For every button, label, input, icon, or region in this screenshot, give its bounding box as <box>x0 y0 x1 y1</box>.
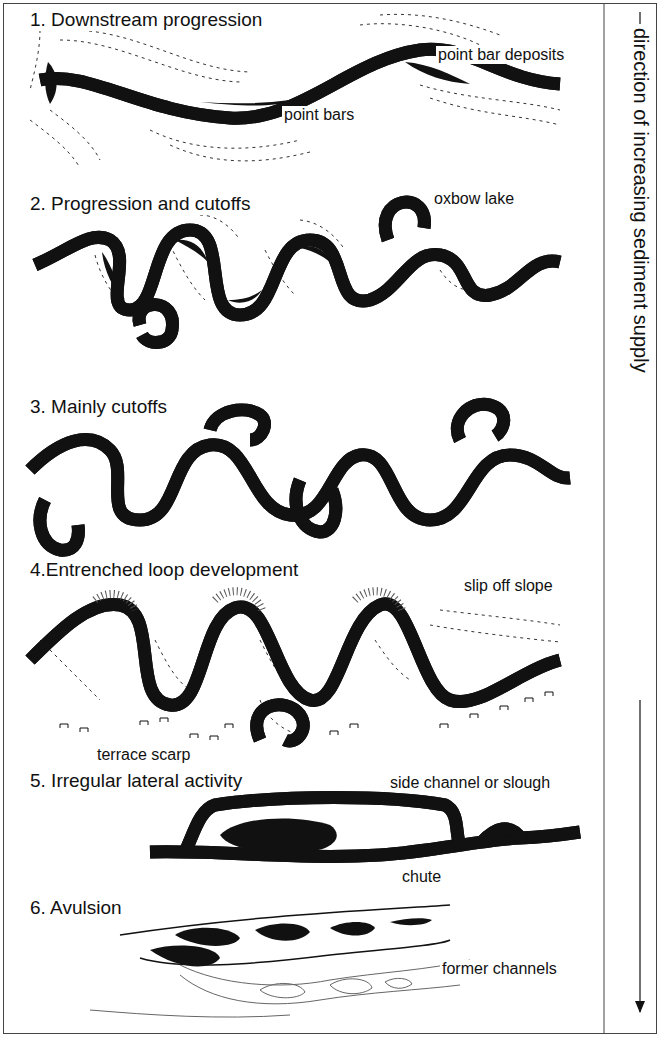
panel-6 <box>90 905 470 1017</box>
feature-label: side channel or slough <box>388 774 552 792</box>
panel-heading: 4.Entrenched loop development <box>28 560 300 581</box>
panel-4 <box>30 591 560 741</box>
feature-label: slip off slope <box>462 577 555 595</box>
feature-label: former channels <box>440 960 559 978</box>
panel-heading: 5. Irregular lateral activity <box>28 771 244 792</box>
axis-label: direction of increasing sediment supply <box>630 28 652 373</box>
panel-heading: 3. Mainly cutoffs <box>28 397 169 418</box>
panel-3 <box>30 404 570 550</box>
panel-heading: 1. Downstream progression <box>28 10 264 31</box>
divider <box>604 4 605 1033</box>
panel-1 <box>30 14 560 168</box>
panel-heading: 6. Avulsion <box>28 898 124 919</box>
feature-label: chute <box>400 868 443 886</box>
frame <box>4 4 657 1034</box>
feature-label: oxbow lake <box>432 190 516 208</box>
feature-label: point bar deposits <box>436 46 566 64</box>
panel-2 <box>35 202 560 342</box>
feature-label: point bars <box>282 106 356 124</box>
panel-5 <box>150 798 580 857</box>
feature-label: terrace scarp <box>95 746 192 764</box>
panel-heading: 2. Progression and cutoffs <box>28 194 252 215</box>
